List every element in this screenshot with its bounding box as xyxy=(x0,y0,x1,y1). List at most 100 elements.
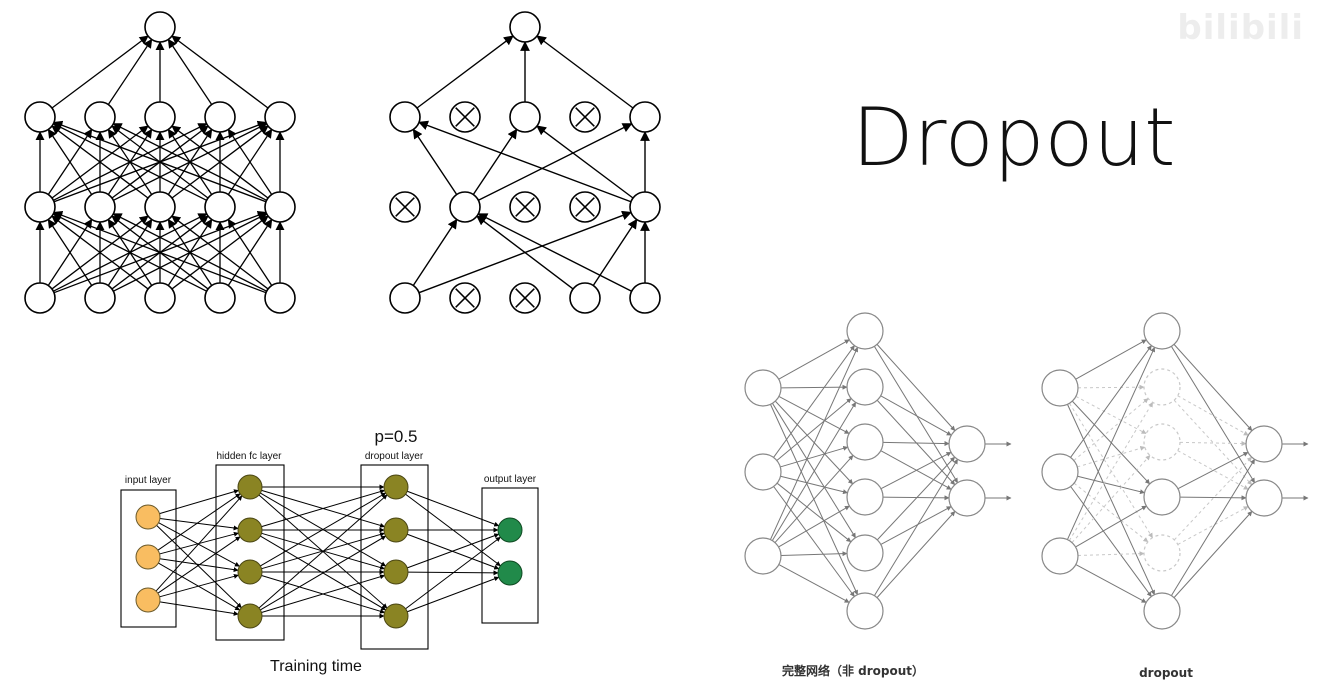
input-neuron xyxy=(744,369,782,407)
connection-arrow xyxy=(1075,564,1147,603)
dropped-neuron-x-icon xyxy=(455,107,475,127)
connection-arrow xyxy=(112,213,267,292)
connection-arrow xyxy=(778,395,850,435)
connection-arrow xyxy=(412,218,458,286)
connection-arrow xyxy=(773,345,855,458)
connection-arrow xyxy=(1179,495,1247,501)
connection-arrow xyxy=(53,120,267,203)
neuron xyxy=(144,191,176,223)
connection-arrow xyxy=(167,38,213,105)
neuron xyxy=(84,101,116,133)
connection-arrow xyxy=(258,494,388,609)
hidden-neuron xyxy=(1143,592,1181,630)
connection-arrow xyxy=(780,551,848,557)
connection-arrow xyxy=(159,518,239,531)
thinned-network-diagram xyxy=(389,11,661,314)
connection-arrow xyxy=(1173,510,1253,598)
connection-arrow xyxy=(1077,445,1146,468)
connection-arrow xyxy=(159,601,239,616)
connection-arrow xyxy=(780,384,848,390)
neuron xyxy=(569,282,601,314)
page-title: Dropout xyxy=(852,91,1176,184)
connection-arrow xyxy=(876,510,956,598)
connection-arrow xyxy=(1177,395,1249,436)
neuron xyxy=(389,101,421,133)
hidden-neuron xyxy=(1143,478,1181,516)
connection-arrow xyxy=(407,576,500,613)
connection-arrow xyxy=(876,456,956,541)
connection-arrow xyxy=(171,35,269,109)
connection-arrow xyxy=(1177,451,1249,490)
connection-arrow xyxy=(156,524,242,609)
connection-arrow xyxy=(261,574,385,614)
neuron xyxy=(509,11,541,43)
neuron xyxy=(84,282,116,314)
connection-arrow xyxy=(158,522,240,567)
neuron xyxy=(204,101,236,133)
hidden-neuron xyxy=(237,559,263,585)
connection-arrow xyxy=(47,218,93,286)
connection-arrow xyxy=(778,564,850,603)
connection-arrow xyxy=(1069,403,1153,539)
connection-arrow xyxy=(412,128,458,195)
connection-arrow xyxy=(771,401,857,541)
output-neuron xyxy=(1245,479,1283,517)
neuron xyxy=(449,191,481,223)
connection-arrow xyxy=(880,506,952,545)
neuron xyxy=(24,101,56,133)
connection-arrow xyxy=(1077,551,1145,557)
hidden-neuron xyxy=(237,603,263,629)
output-neuron xyxy=(497,517,523,543)
dropped-neuron-x-icon xyxy=(515,288,535,308)
hidden-neuron xyxy=(846,534,884,572)
input-neuron xyxy=(135,587,161,613)
dropped-neuron xyxy=(1143,534,1181,572)
connection-arrow xyxy=(155,495,243,592)
input-neuron xyxy=(135,504,161,530)
connection-arrow xyxy=(53,210,267,294)
connection-arrow xyxy=(1067,404,1155,596)
connection-arrow xyxy=(1077,475,1146,495)
neuron xyxy=(629,282,661,314)
neuron xyxy=(144,11,176,43)
connection-arrow xyxy=(592,218,638,286)
connection-arrow xyxy=(51,215,149,290)
dropped-neuron-x-icon xyxy=(575,197,595,217)
neuron xyxy=(264,101,296,133)
watermark-logo: bilibili xyxy=(1177,8,1304,48)
connection-arrow xyxy=(772,403,856,539)
connection-arrow xyxy=(780,445,849,468)
connection-arrow xyxy=(476,215,574,290)
connection-arrow xyxy=(159,489,239,515)
connection-arrow xyxy=(51,35,149,109)
hidden-neuron xyxy=(237,517,263,543)
connection-arrow xyxy=(780,475,849,495)
neuron xyxy=(264,191,296,223)
connection-arrow xyxy=(882,495,950,501)
hidden-neuron xyxy=(1143,312,1181,350)
neuron xyxy=(144,282,176,314)
connection-arrow xyxy=(405,536,501,610)
connection-arrow xyxy=(477,213,632,292)
complete-network-diagram: 完整网络（非 dropout） xyxy=(744,312,1012,678)
connection-arrow xyxy=(157,493,241,551)
input-neuron xyxy=(744,537,782,575)
dropout-neuron xyxy=(383,559,409,585)
neuron xyxy=(84,191,116,223)
connection-arrow xyxy=(1073,398,1149,461)
connection-arrow xyxy=(1068,401,1154,541)
neuron xyxy=(509,101,541,133)
dropped-neuron-x-icon xyxy=(395,197,415,217)
connection-arrow xyxy=(472,128,518,195)
complete-network-caption: 完整网络（非 dropout） xyxy=(782,663,924,678)
output-neuron xyxy=(497,560,523,586)
connection-arrow xyxy=(112,123,267,201)
connection-arrow xyxy=(478,123,633,201)
input-neuron xyxy=(1041,453,1079,491)
dropout-network-diagram: dropout xyxy=(1041,312,1309,680)
hidden-fc-layer-label: hidden fc layer xyxy=(216,451,282,462)
connection-arrow xyxy=(171,125,269,199)
input-neuron xyxy=(1041,537,1079,575)
connection-arrow xyxy=(1071,455,1151,543)
connection-arrow xyxy=(260,535,387,611)
